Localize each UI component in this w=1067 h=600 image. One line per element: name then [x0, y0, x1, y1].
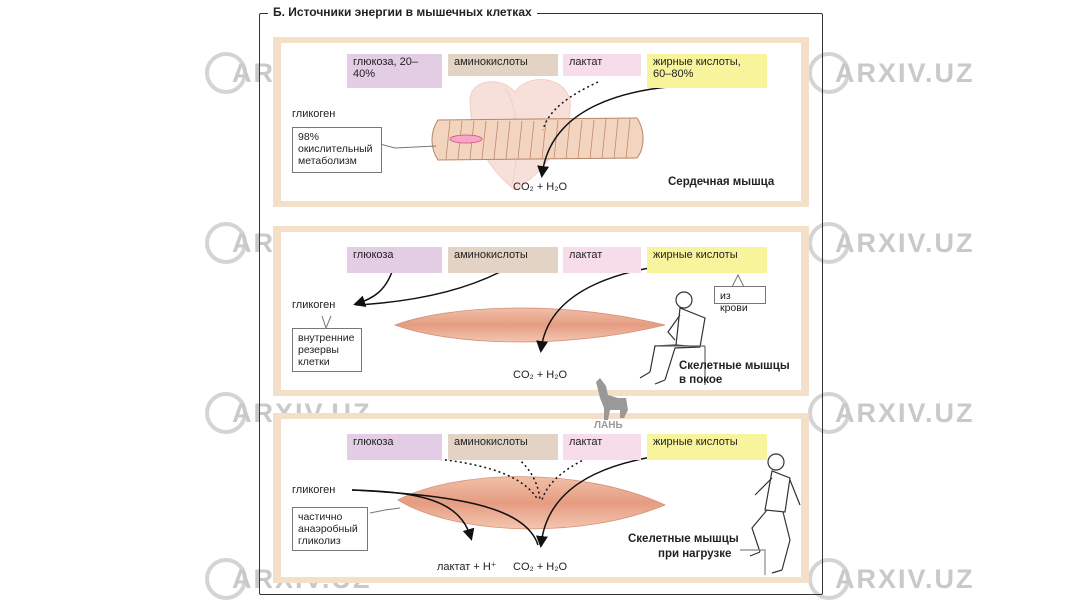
watermark-icon: [808, 52, 850, 94]
fatty-box-rest: жирные кислоты: [647, 247, 767, 273]
watermark-icon: [808, 392, 850, 434]
glycogen-label-heart: гликоген: [292, 108, 336, 120]
watermark-text: ARXIV.UZ: [835, 564, 975, 594]
arrow-lactate-load: [541, 451, 601, 501]
caption-load-line2: при нагрузке: [658, 548, 732, 560]
arrow-glucose-glycogen: [353, 271, 393, 308]
arrow-glycogen-co2: [351, 489, 539, 546]
cardiac-fiber: [431, 117, 644, 161]
amino-box-load: аминокислоты: [448, 434, 558, 460]
amino-box-rest: аминокислоты: [448, 247, 558, 273]
publisher-logo-text: ЛАНЬ: [594, 420, 623, 431]
glucose-box-load: глюкоза: [347, 434, 442, 460]
caption-rest-line1: Скелетные мышцы: [679, 360, 790, 372]
glucose-box-rest: глюкоза: [347, 247, 442, 273]
product-lactate-load: лактат + H⁺: [437, 561, 497, 573]
fatty-box-heart: жирные кислоты, 60–80%: [647, 54, 767, 88]
watermark-text: ARXIV.UZ: [835, 58, 975, 88]
note-pointer-load: [369, 507, 401, 514]
watermark-text: ARXIV.UZ: [835, 398, 975, 428]
figure-frame: [259, 13, 823, 595]
watermark-icon: [205, 222, 247, 264]
publisher-logo-icon: [596, 378, 628, 420]
blood-note-pointer: [731, 273, 745, 288]
note-rest: внутренние резервы клетки: [292, 328, 362, 372]
product-rest: CO₂ + H₂O: [513, 369, 568, 381]
stepping-person-illustration: [740, 453, 801, 575]
note-pointer-heart: [379, 143, 437, 149]
note-heart: 98% окислительный метаболизм: [292, 127, 382, 173]
caption-rest-line2: в покое: [679, 374, 723, 386]
nucleus-shape: [449, 134, 483, 144]
lactate-box-load: лактат: [563, 434, 641, 460]
watermark-icon: [205, 392, 247, 434]
glycogen-label-load: гликоген: [292, 484, 336, 496]
skeletal-muscle-rest: [393, 307, 666, 343]
watermark-icon: [808, 558, 850, 600]
watermark-icon: [205, 558, 247, 600]
watermark-icon: [808, 222, 850, 264]
glucose-box-heart: глюкоза, 20–40%: [347, 54, 442, 88]
product-heart: CO₂ + H₂O: [513, 181, 568, 193]
caption-load-line1: Скелетные мышцы: [628, 533, 739, 545]
watermark-icon: [205, 52, 247, 94]
glycogen-label-rest: гликоген: [292, 299, 336, 311]
fatty-box-load: жирные кислоты: [647, 434, 767, 460]
amino-box-heart: аминокислоты: [448, 54, 558, 76]
note-pointer-rest: [321, 315, 332, 330]
product-load: CO₂ + H₂O: [513, 561, 568, 573]
sitting-person-illustration: [639, 291, 706, 385]
arrow-amino-glycogen: [355, 271, 501, 306]
caption-heart: Сердечная мышца: [668, 176, 775, 188]
lactate-box-rest: лактат: [563, 247, 641, 273]
figure-title: Б. Источники энергии в мышечных клетках: [268, 5, 537, 19]
watermark-text: ARXIV.UZ: [835, 228, 975, 258]
lactate-box-heart: лактат: [563, 54, 641, 76]
blood-note: из крови: [714, 286, 766, 314]
skeletal-muscle-load: [397, 476, 667, 530]
note-load: частично анаэробный гликолиз: [292, 507, 368, 551]
